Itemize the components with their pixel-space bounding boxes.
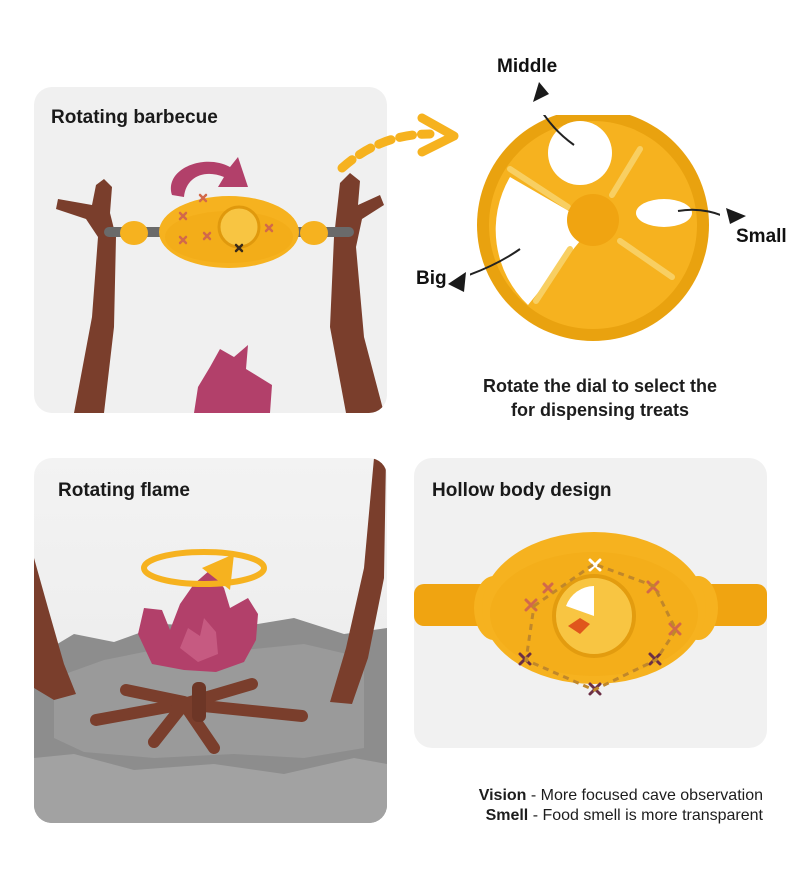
flame-illustration: [34, 458, 387, 823]
rotating-flame-title: Rotating flame: [58, 480, 190, 501]
big-arrowhead-icon: [448, 272, 466, 292]
feature-smell-text: - Food smell is more transparent: [528, 807, 763, 824]
hollow-body-card: Hollow body design: [414, 458, 767, 748]
feature-vision-name: Vision: [478, 787, 527, 804]
rotating-barbecue-title: Rotating barbecue: [51, 107, 218, 128]
feature-smell: Smell - Food smell is more transparent: [400, 807, 763, 825]
left-arm: [414, 584, 494, 626]
flame-shape: [138, 570, 258, 672]
big-opening: [495, 177, 593, 305]
barbecue-illustration: [56, 157, 384, 413]
rotating-barbecue-card: Rotating barbecue: [34, 87, 387, 413]
big-label: Big: [416, 268, 447, 289]
dial-caption-line2: for dispensing treats: [510, 400, 690, 420]
rotating-flame-card: Rotating flame: [34, 458, 387, 823]
small-opening: [636, 199, 692, 227]
flame-rotate-arrow-icon: [202, 554, 234, 590]
middle-arrowhead-icon: [533, 82, 549, 102]
left-branch: [56, 179, 116, 413]
left-trunk: [34, 558, 76, 700]
treat-dial-diagram: [470, 115, 720, 341]
middle-label: Middle: [497, 56, 558, 77]
hollow-body-title: Hollow body design: [432, 480, 612, 501]
small-arrowhead-icon: [726, 208, 746, 224]
hollow-body-illustration: [414, 532, 767, 696]
right-trunk: [330, 458, 386, 704]
small-label: Small: [736, 226, 787, 247]
dial-caption: Rotate the dial to select the for dispen…: [430, 374, 770, 422]
dial-hub: [567, 194, 619, 246]
right-branch: [330, 173, 384, 413]
dashed-arrow-icon: [337, 113, 459, 173]
feature-vision-text: - More focused cave observation: [526, 787, 763, 804]
flame-peek: [194, 345, 272, 413]
dial-caption-line1: Rotate the dial to select the: [482, 376, 718, 396]
feature-smell-name: Smell: [485, 807, 529, 824]
rotation-ring: [141, 549, 267, 587]
feature-vision: Vision - More focused cave observation: [400, 787, 763, 805]
rotate-arrow-icon: [170, 157, 248, 197]
